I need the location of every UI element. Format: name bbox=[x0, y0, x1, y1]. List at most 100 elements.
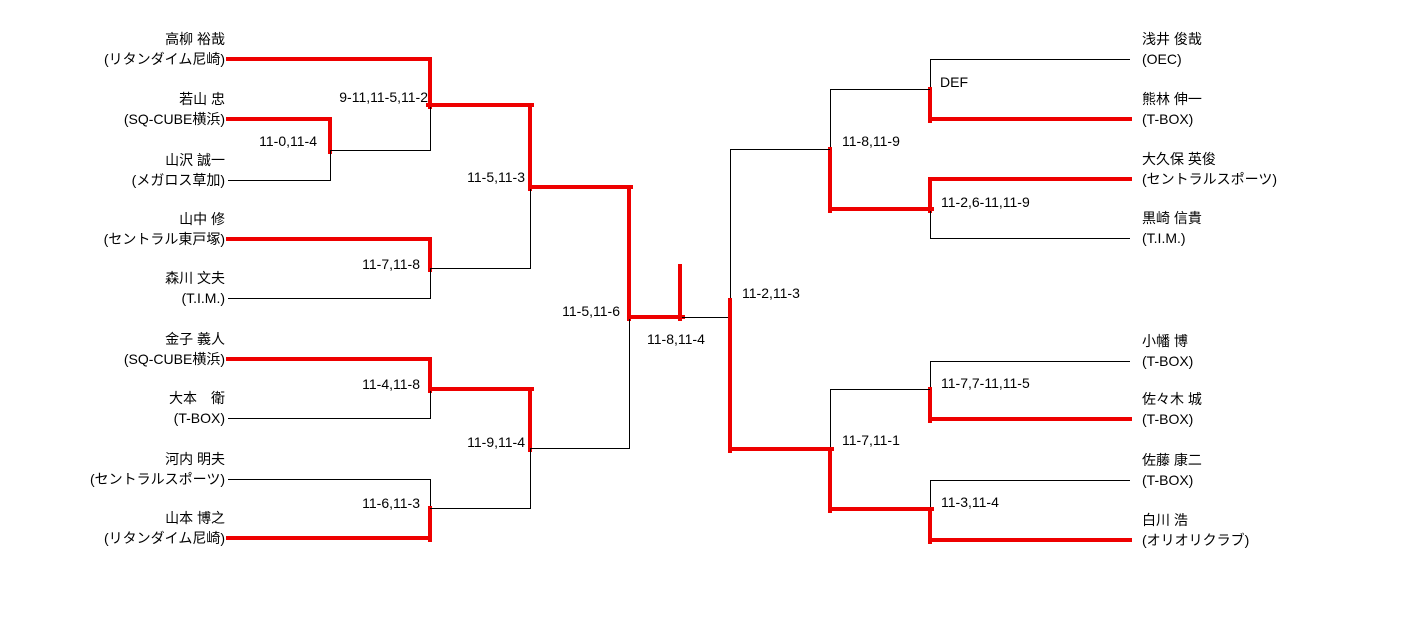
winner-path-segment bbox=[928, 177, 932, 213]
winner-path-segment bbox=[627, 185, 631, 321]
player-name: 佐々木 城 bbox=[1142, 391, 1202, 407]
player-entry: 佐々木 城 (T-BOX) bbox=[1142, 389, 1407, 429]
player-club: (T-BOX) bbox=[173, 410, 225, 426]
player-name: 熊林 伸一 bbox=[1142, 91, 1202, 107]
player-name: 小幡 博 bbox=[1142, 333, 1188, 349]
bracket-line-segment bbox=[629, 317, 630, 449]
match-score: 11-3,11-4 bbox=[941, 494, 999, 510]
bracket-line-segment bbox=[830, 89, 831, 150]
winner-path-segment bbox=[426, 103, 534, 107]
match-score: 11-8,11-9 bbox=[842, 133, 900, 149]
player-club: (OEC) bbox=[1142, 51, 1182, 67]
player-club: (T.I.M.) bbox=[181, 290, 225, 306]
bracket-line-segment bbox=[930, 480, 931, 510]
winner-path-segment bbox=[928, 387, 932, 423]
winner-path-segment bbox=[728, 447, 834, 451]
player-club: (T.I.M.) bbox=[1142, 230, 1186, 246]
bracket-line-segment bbox=[930, 480, 1130, 481]
winner-path-segment bbox=[928, 87, 932, 123]
match-score: 11-2,11-3 bbox=[742, 285, 800, 301]
player-club: (リタンダイム尼崎) bbox=[103, 530, 225, 546]
player-entry: 大本 衛 (T-BOX) bbox=[0, 388, 225, 428]
player-club: (セントラルスポーツ) bbox=[89, 471, 225, 487]
bracket-line-segment bbox=[830, 89, 930, 90]
player-club: (SQ-CUBE横浜) bbox=[123, 351, 225, 367]
winner-path-segment bbox=[226, 57, 432, 61]
winner-path-segment bbox=[226, 536, 432, 540]
player-name: 山本 博之 bbox=[165, 510, 225, 526]
player-entry: 高柳 裕哉(リタンダイム尼崎) bbox=[0, 29, 225, 69]
winner-path-segment bbox=[226, 357, 432, 361]
player-entry: 黒崎 信貴 (T.I.M.) bbox=[1142, 208, 1407, 248]
winner-path-segment bbox=[528, 185, 633, 189]
bracket-line-segment bbox=[430, 479, 431, 509]
player-name: 大本 衛 bbox=[169, 390, 225, 406]
final-score: 11-8,11-4 bbox=[647, 331, 705, 347]
match-score: 11-9,11-4 bbox=[467, 434, 525, 450]
player-club: (セントラル東戸塚) bbox=[103, 231, 225, 247]
bracket-line-segment bbox=[930, 59, 931, 90]
player-club: (T-BOX) bbox=[1142, 353, 1194, 369]
player-entry: 佐藤 康二(T-BOX) bbox=[1142, 450, 1407, 490]
player-name: 金子 義人 bbox=[165, 331, 225, 347]
winner-path-segment bbox=[328, 117, 332, 154]
match-score: 11-7,7-11,11-5 bbox=[941, 375, 1030, 391]
bracket-line-segment bbox=[930, 361, 1130, 362]
bracket-line-segment bbox=[530, 448, 630, 449]
bracket-line-segment bbox=[681, 317, 731, 318]
winner-path-segment bbox=[928, 507, 932, 544]
bracket-line-segment bbox=[930, 238, 1130, 239]
player-entry: 山本 博之 (リタンダイム尼崎) bbox=[0, 508, 225, 548]
player-name: 河内 明夫 bbox=[165, 451, 225, 467]
bracket-line-segment bbox=[228, 298, 430, 299]
bracket-line-segment bbox=[730, 149, 731, 301]
bracket-line-segment bbox=[930, 361, 931, 390]
player-club: (T-BOX) bbox=[1142, 411, 1194, 427]
bracket-line-segment bbox=[930, 209, 931, 239]
player-name: 黒崎 信貴 bbox=[1142, 210, 1202, 226]
winner-path-segment bbox=[928, 117, 1132, 121]
bracket-line-segment bbox=[330, 150, 430, 151]
bracket-line-segment bbox=[430, 268, 530, 269]
winner-path-segment bbox=[828, 507, 934, 511]
player-club: (SQ-CUBE横浜) bbox=[123, 111, 225, 127]
match-score: DEF bbox=[940, 74, 968, 90]
bracket-line-segment bbox=[228, 418, 430, 419]
player-name: 大久保 英俊 bbox=[1142, 151, 1216, 167]
match-score: 11-7,11-1 bbox=[842, 432, 900, 448]
player-name: 山中 修 bbox=[179, 211, 225, 227]
bracket-line-segment bbox=[228, 479, 430, 480]
match-score: 9-11,11-5,11-2 bbox=[339, 89, 428, 105]
winner-path-segment bbox=[627, 315, 685, 319]
bracket-line-segment bbox=[330, 150, 331, 181]
bracket-line-segment bbox=[830, 389, 930, 390]
bracket-line-segment bbox=[730, 149, 830, 150]
bracket-line-segment bbox=[430, 105, 431, 151]
player-entry: 大久保 英俊 (セントラルスポーツ) bbox=[1142, 149, 1407, 189]
match-score: 11-0,11-4 bbox=[259, 133, 317, 149]
player-club: (メガロス草加) bbox=[131, 172, 225, 188]
match-score: 11-5,11-3 bbox=[467, 169, 525, 185]
player-club: (セントラルスポーツ) bbox=[1142, 171, 1278, 187]
champion-stub bbox=[678, 264, 682, 321]
bracket-line-segment bbox=[430, 268, 431, 299]
player-entry: 浅井 俊哉 (OEC) bbox=[1142, 29, 1407, 69]
bracket-line-segment bbox=[228, 180, 330, 181]
winner-path-segment bbox=[828, 147, 832, 213]
player-name: 浅井 俊哉 bbox=[1142, 31, 1202, 47]
player-entry: 若山 忠(SQ-CUBE横浜) bbox=[0, 89, 225, 129]
bracket-line-segment bbox=[530, 187, 531, 269]
winner-path-segment bbox=[428, 506, 432, 542]
player-club: (リタンダイム尼崎) bbox=[103, 51, 225, 67]
winner-path-segment bbox=[428, 357, 432, 393]
player-club: (T-BOX) bbox=[1142, 111, 1194, 127]
player-entry: 河内 明夫 (セントラルスポーツ) bbox=[0, 449, 225, 489]
winner-path-segment bbox=[528, 387, 532, 452]
player-entry: 森川 文夫(T.I.M.) bbox=[0, 268, 225, 308]
match-score: 11-2,6-11,11-9 bbox=[941, 194, 1030, 210]
winner-path-segment bbox=[528, 103, 532, 191]
player-entry: 熊林 伸一 (T-BOX) bbox=[1142, 89, 1407, 129]
match-score: 11-6,11-3 bbox=[362, 495, 420, 511]
winner-path-segment bbox=[226, 117, 332, 121]
